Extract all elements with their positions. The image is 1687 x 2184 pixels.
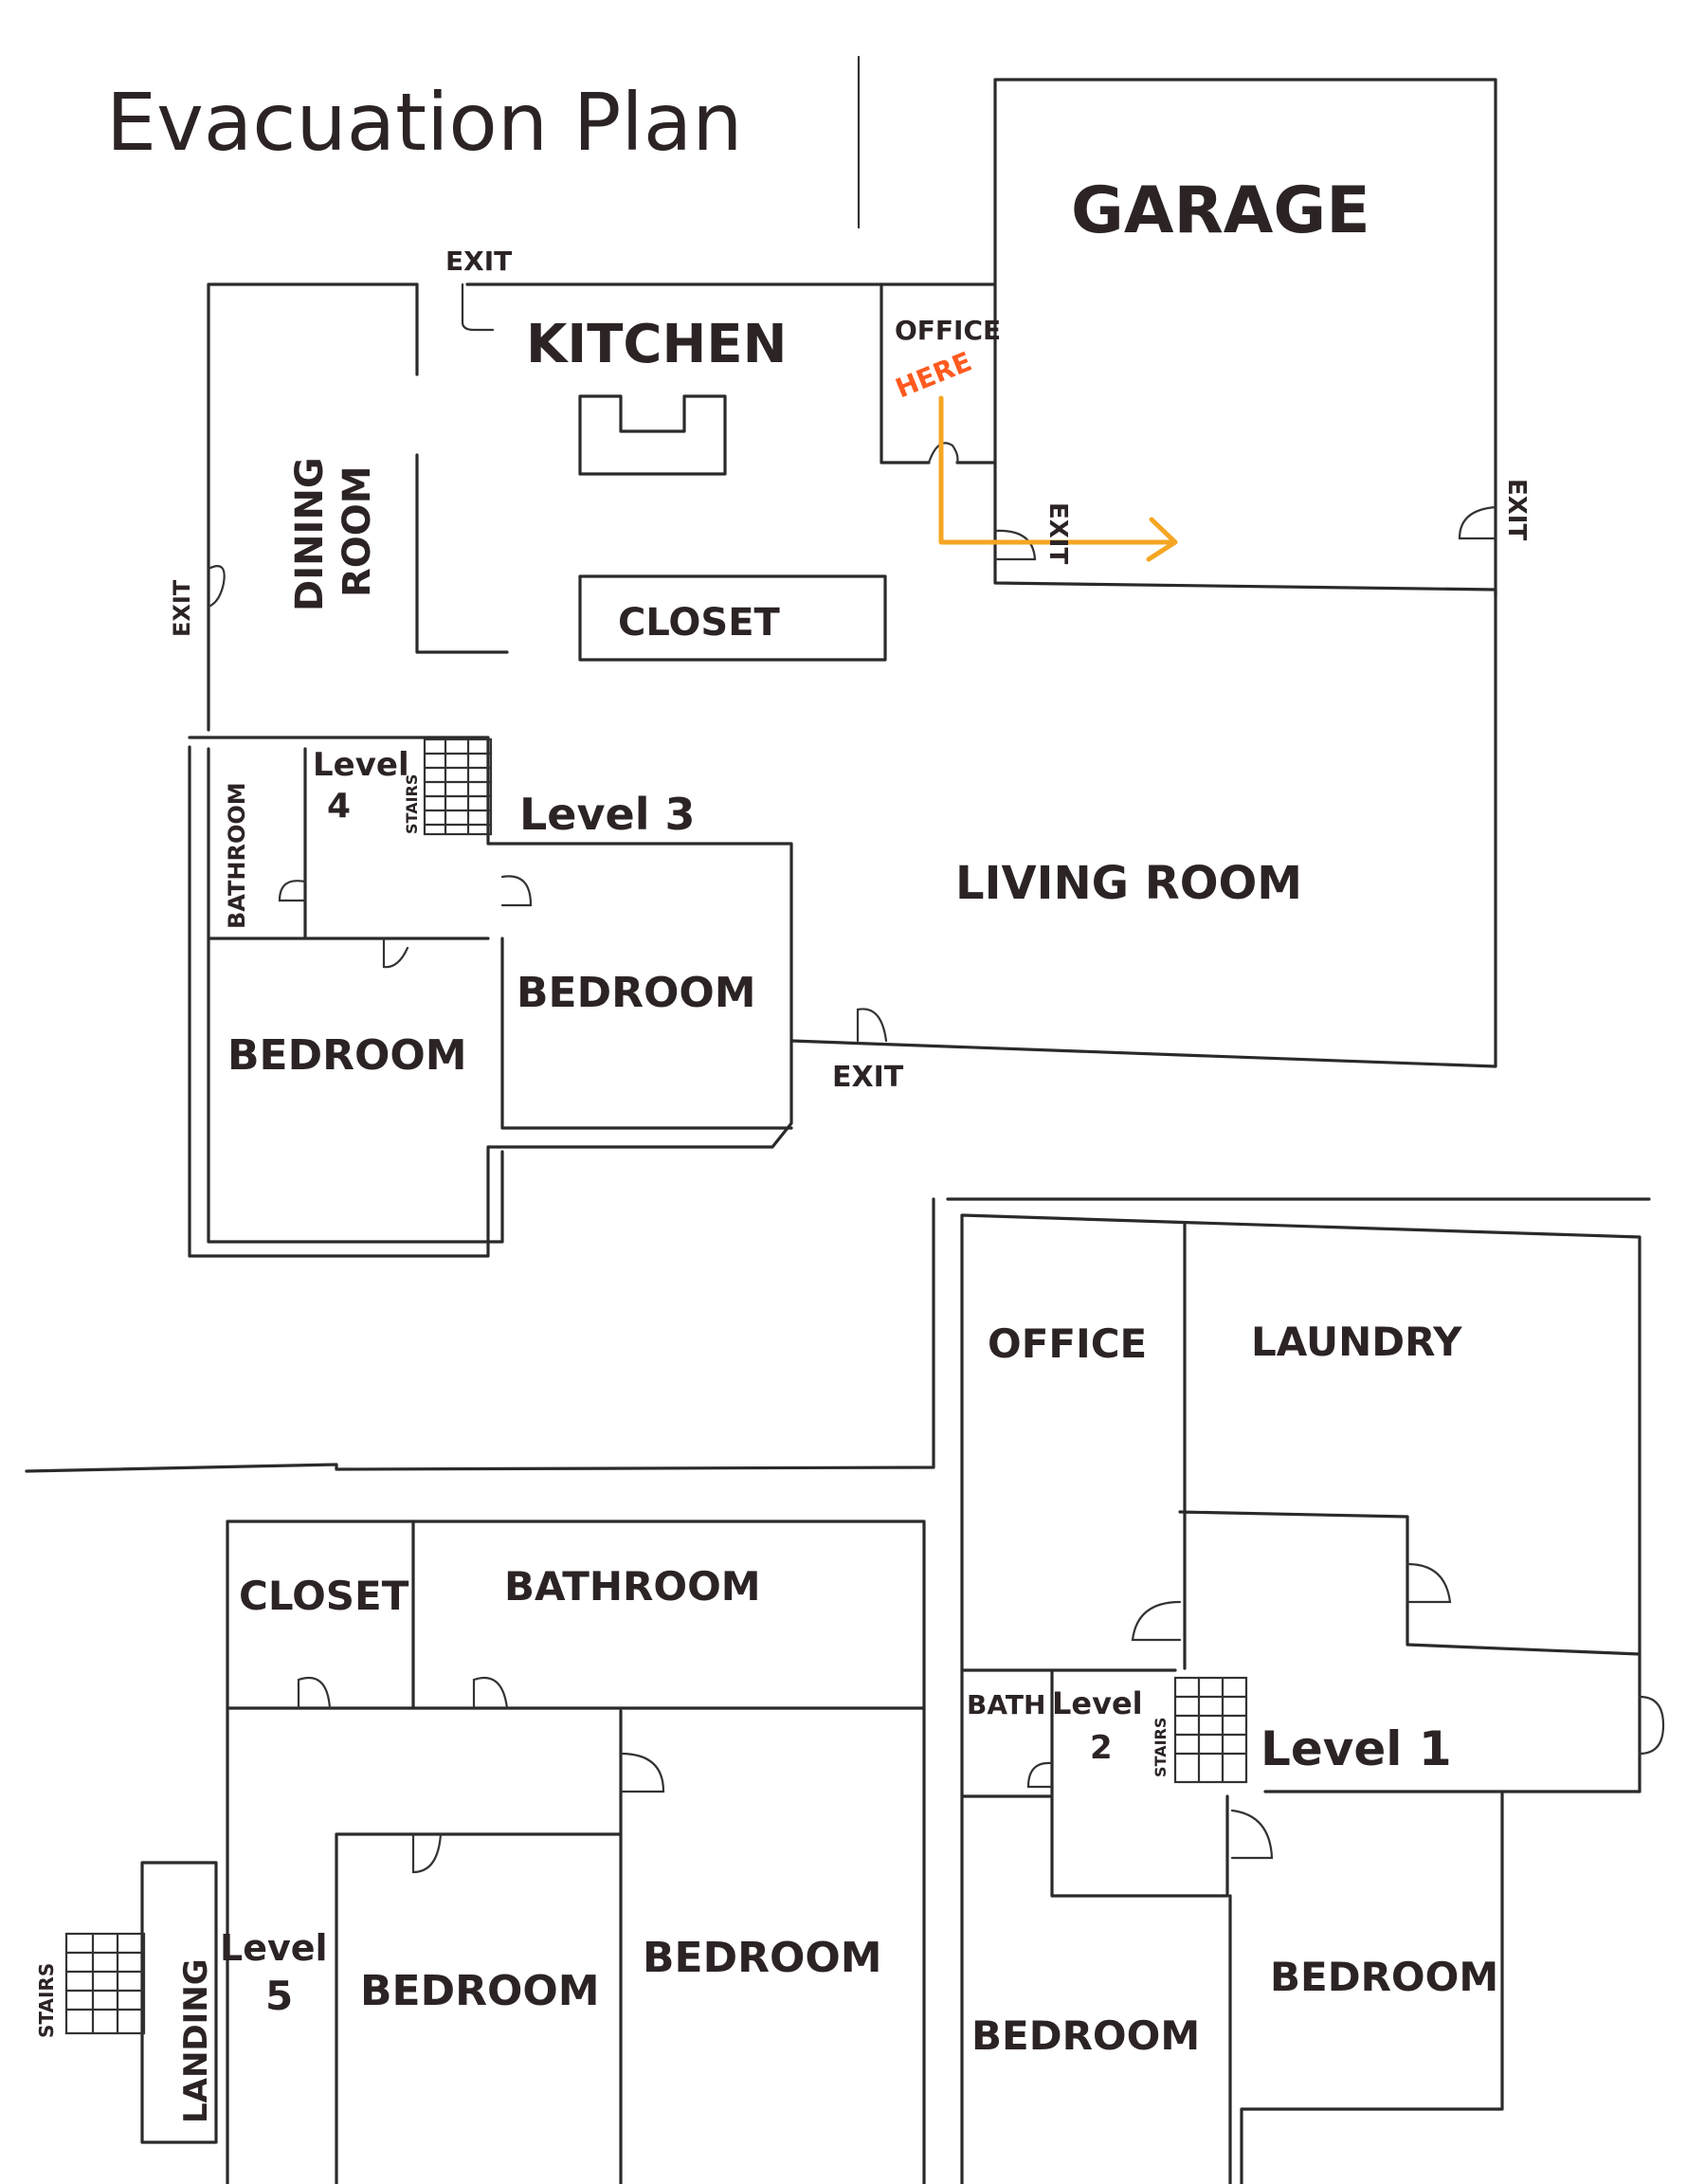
stairs-level1 (1173, 1676, 1248, 1784)
office-label-l1: OFFICE (988, 1320, 1147, 1367)
bedroom-left-door (382, 937, 409, 969)
stairs-treads (423, 737, 493, 836)
laundry-door (1406, 1562, 1452, 1604)
level-4-label-line1: Level (313, 746, 409, 784)
bedroom-right-door (500, 875, 533, 907)
bath-door-l1 (1026, 1761, 1054, 1789)
stairs-label-l5: STAIRS (35, 1963, 58, 2038)
level-5-label-line1: Level (220, 1927, 328, 1969)
level1-exit-door (1638, 1695, 1665, 1756)
stairs-box-l1 (1173, 1676, 1248, 1784)
dining-exit-label: EXIT (169, 579, 195, 637)
dining-exit-door (207, 565, 226, 609)
kitchen-island (578, 394, 727, 476)
divider-line (25, 1197, 935, 1473)
bath-level2-walls (960, 1668, 1229, 1898)
bedroom-right-label-l5: BEDROOM (643, 1934, 882, 1982)
bedroom-left-door-l5 (411, 1832, 443, 1874)
bedroom-right-label-l1: BEDROOM (1270, 1954, 1498, 2000)
office-walls (880, 282, 997, 464)
bedroom-left-walls (207, 937, 793, 1244)
evacuation-route (938, 395, 1178, 562)
garage-walls (993, 78, 1497, 597)
level-2-label-line1: Level (1052, 1685, 1143, 1721)
lower-right-floor: OFFICE LAUNDRY BATH BEDROOM BEDROOM STAI… (946, 1197, 1665, 2184)
office-label: OFFICE (895, 315, 1001, 346)
level5-outline (226, 1520, 926, 2184)
closet-box (578, 574, 887, 662)
lower-right-outline (960, 1213, 1642, 2184)
stairs-box (423, 737, 493, 836)
stairs-upper (423, 737, 493, 836)
stairs-box-l5 (64, 1932, 146, 2035)
living-room-label: LIVING ROOM (955, 857, 1302, 910)
stairs-label: STAIRS (403, 774, 421, 834)
bath-door (278, 880, 307, 902)
bedroom-left-label: BEDROOM (227, 1031, 467, 1080)
living-exit-label: EXIT (832, 1061, 904, 1094)
garage-exit-door (1458, 505, 1497, 540)
office-door (927, 442, 959, 464)
office-door-l1 (1131, 1600, 1182, 1642)
stairs-treads-l5 (64, 1932, 146, 2035)
left-wing-outline (188, 736, 793, 1258)
lower-left-floor: CLOSET BATHROOM BEDROOM BEDROOM LANDING … (25, 1197, 935, 2184)
closet-door (297, 1677, 332, 1710)
bedroom-right-walls-l1 (1240, 1790, 1642, 2184)
stairs-label-l1: STAIRS (1152, 1718, 1170, 1777)
kitchen-label: KITCHEN (526, 314, 788, 375)
office-garage-exit-label: EXIT (1043, 502, 1072, 564)
laundry-label: LAUNDRY (1251, 1319, 1462, 1365)
closet-bath-walls (226, 1520, 926, 1710)
bathroom-label: BATHROOM (224, 782, 250, 929)
stairs-treads-l1 (1173, 1676, 1248, 1784)
upper-outline-top (207, 282, 997, 732)
level-1-label: Level 1 (1261, 1721, 1452, 1776)
office-laundry-walls (1178, 1221, 1642, 1670)
kitchen-exit-door (461, 282, 495, 332)
bedroom-walls (335, 1709, 623, 2184)
bath-label-l1: BATH (967, 1689, 1045, 1720)
stairs-level5 (64, 1932, 146, 2035)
garage-exit-label: EXIT (1502, 479, 1531, 540)
bedroom-right-label: BEDROOM (517, 969, 756, 1017)
upper-floor: HERE GARAGE KITCHEN OFFICE DINING ROOM C… (169, 78, 1531, 1258)
living-room-walls (789, 588, 1497, 1068)
bathroom-label-l5: BATHROOM (504, 1563, 761, 1610)
landing-label: LANDING (177, 1958, 215, 2123)
bath-door-l5 (472, 1677, 509, 1710)
dining-label-line1: DINING (288, 457, 332, 611)
closet-label: CLOSET (618, 601, 781, 645)
bedroom-right-door-l1 (1230, 1809, 1274, 1860)
level-3-label: Level 3 (519, 789, 695, 840)
office-garage-exit-door (993, 529, 1037, 561)
dining-label-line2: ROOM (336, 465, 379, 597)
you-are-here-marker: HERE (891, 346, 976, 405)
level-2-label-line2: 2 (1090, 1729, 1113, 1767)
bedroom-right-door-l5 (619, 1752, 665, 1793)
garage-label: GARAGE (1071, 173, 1370, 248)
level-5-label-line2: 5 (265, 1973, 293, 2019)
landing-box (140, 1861, 218, 2144)
kitchen-exit-label: EXIT (445, 246, 512, 277)
plan-title: Evacuation Plan (106, 76, 742, 169)
living-exit-door (856, 1008, 888, 1043)
bedroom-left-label-l1: BEDROOM (971, 2012, 1200, 2059)
bedroom-left-label-l5: BEDROOM (360, 1967, 600, 2015)
dining-partition (415, 282, 509, 654)
level-4-label-line2: 4 (327, 787, 351, 826)
closet-label-l5: CLOSET (239, 1573, 409, 1619)
